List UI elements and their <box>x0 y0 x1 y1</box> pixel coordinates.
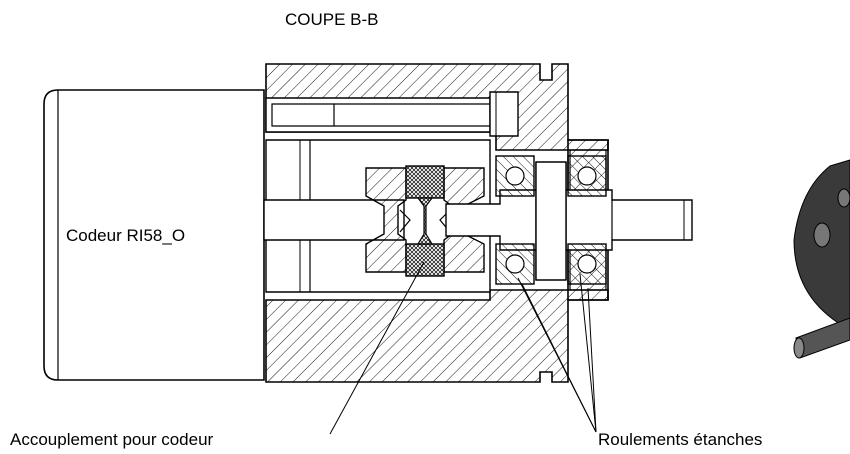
coupling-label: Accouplement pour codeur <box>10 430 214 449</box>
bearings-label: Roulements étanches <box>598 430 762 449</box>
bearing-right <box>567 155 607 285</box>
coupling <box>365 165 485 277</box>
encoder-body <box>43 89 265 381</box>
bearing-left <box>495 155 535 285</box>
encoder-label: Codeur RI58_O <box>66 226 185 245</box>
output-shaft <box>445 161 693 281</box>
partial-3d-view <box>793 159 850 359</box>
section-title: COUPE B-B <box>285 10 379 29</box>
coupling-leader <box>329 261 425 435</box>
bearings-leader <box>517 273 597 433</box>
